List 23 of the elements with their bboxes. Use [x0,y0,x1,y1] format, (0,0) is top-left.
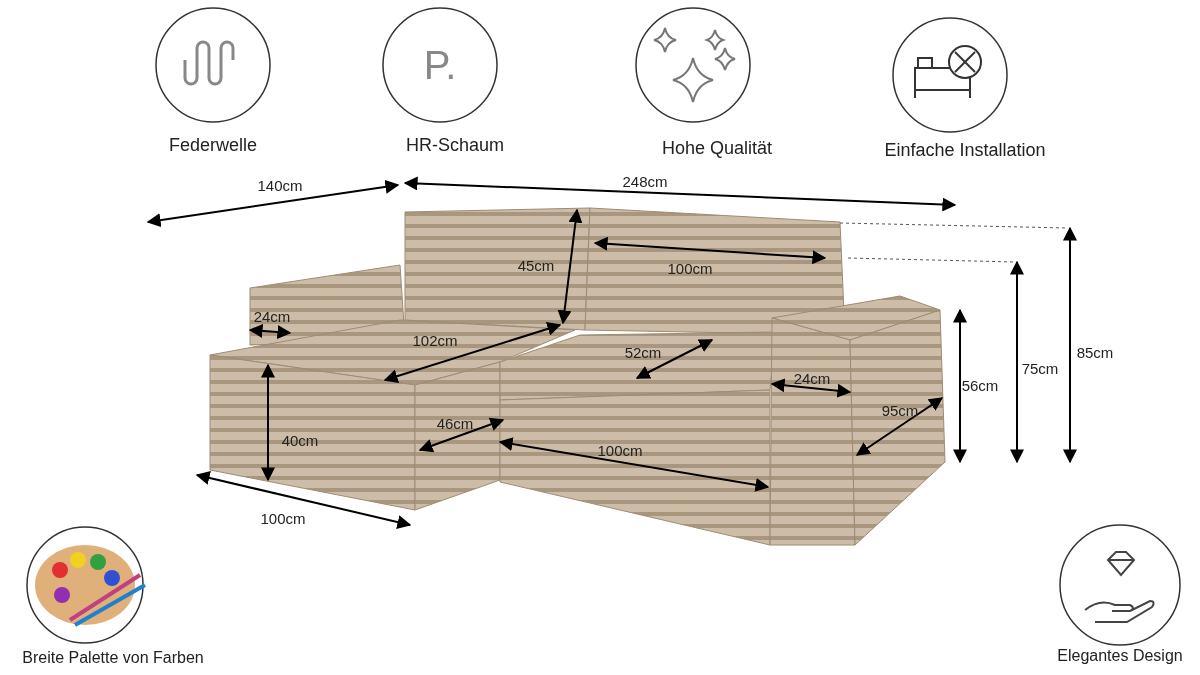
dimension-label: 45cm [517,257,555,273]
dimension-label: 46cm [436,415,474,431]
feature-label: Hohe Qualität [661,139,773,157]
dimension-label: 95cm [881,402,919,418]
feature-label: Federwelle [169,136,257,154]
dimension-label: 140cm [257,177,303,193]
dimension-label: 100cm [597,442,643,458]
feature-label: Breite Palette von Farben [22,650,204,666]
feature-label: HR-Schaum [406,136,504,154]
feature-label: Elegantes Design [1057,648,1183,664]
dimension-label: 100cm [260,510,306,526]
dimension-label: 24cm [793,370,831,386]
dimension-label: 52cm [624,344,662,360]
dimension-label: 24cm [253,308,291,324]
dimension-label: 100cm [667,260,713,276]
dimension-label: 102cm [412,332,458,348]
icon-lettering: P. [423,45,457,85]
feature-label: Einfache Installation [884,141,1046,159]
dimension-label: 75cm [1021,360,1059,376]
dimension-label: 85cm [1076,344,1114,360]
dimension-label: 248cm [622,173,668,189]
dimension-label: 40cm [281,432,319,448]
dimension-label: 56cm [961,377,999,393]
